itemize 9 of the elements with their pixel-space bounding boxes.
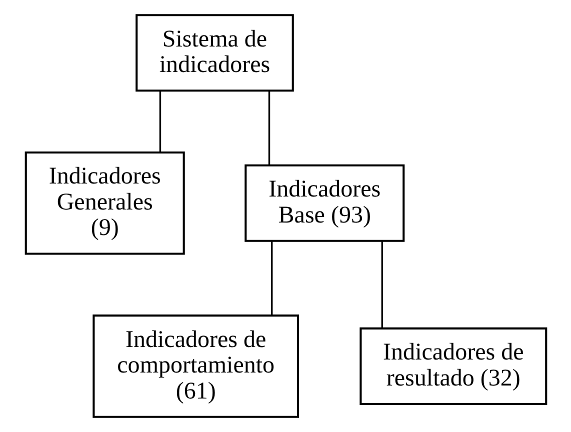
node-box: Indicadores de resultado (32) [359,327,547,406]
node-box: Sistema de indicadores [135,14,294,92]
node-box: Indicadores Base (93) [244,164,404,242]
connector [158,90,161,152]
connector [268,90,270,166]
node-box: Indicadores de comportamiento (61) [92,314,299,418]
connector [380,240,383,328]
node-box: Indicadores Generales (9) [24,151,184,255]
connector [270,240,272,316]
